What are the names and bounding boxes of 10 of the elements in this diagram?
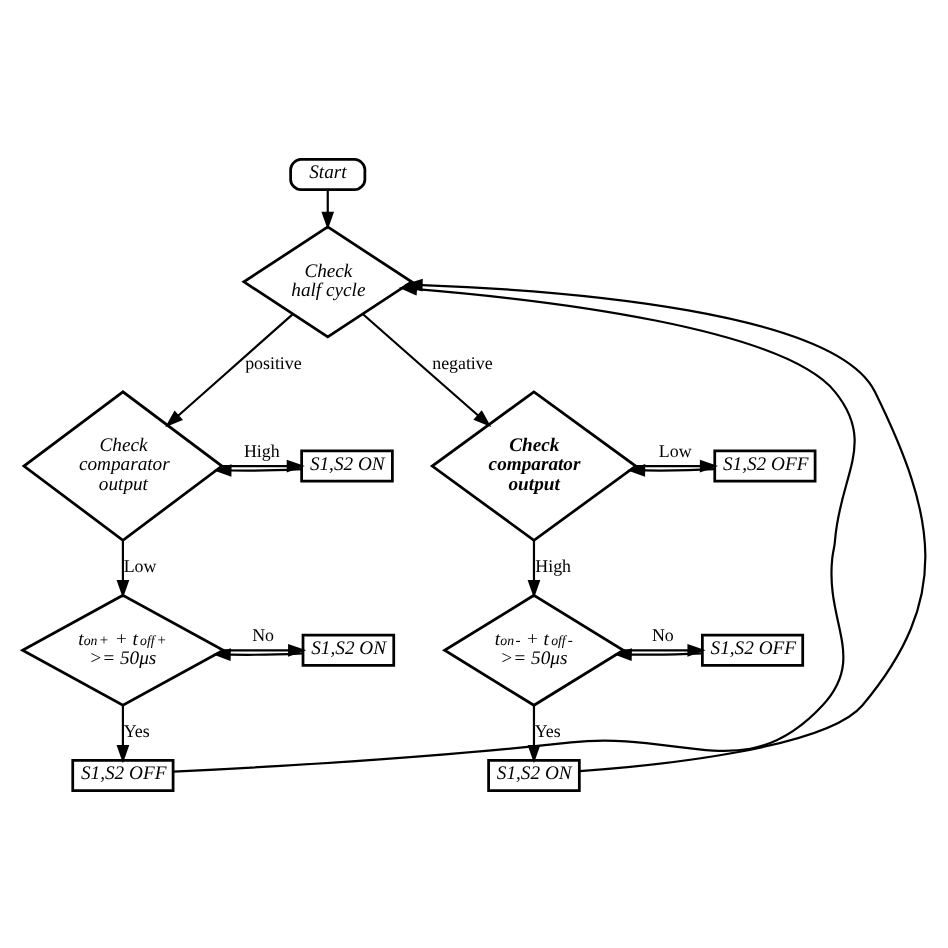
- edge-label: negative: [432, 352, 493, 373]
- edge-label: No: [252, 624, 275, 645]
- edge-label: No: [651, 624, 674, 645]
- edge-label: Low: [658, 439, 692, 460]
- edge-label: Yes: [123, 720, 150, 741]
- edge-label: Yes: [534, 720, 561, 741]
- edge-label: High: [243, 439, 280, 460]
- edge-label: Low: [123, 555, 157, 576]
- edge-label: positive: [245, 352, 302, 373]
- edge-label: High: [535, 555, 572, 576]
